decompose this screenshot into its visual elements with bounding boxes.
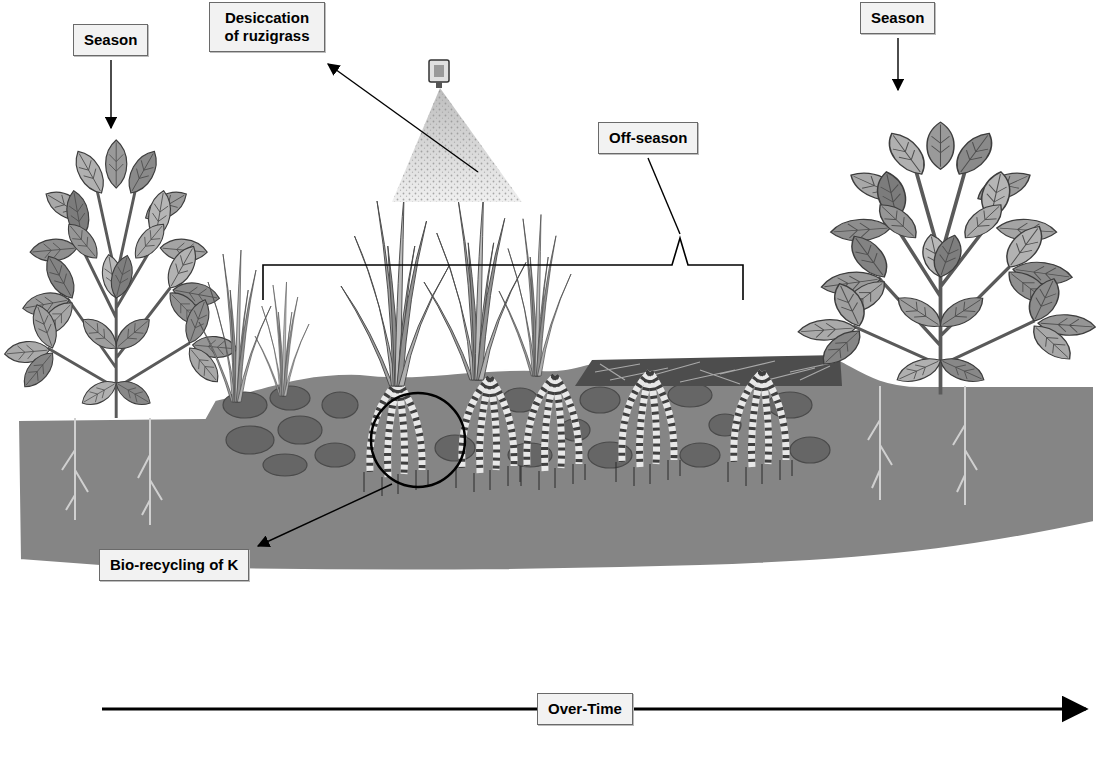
soybean-plant bbox=[4, 122, 1097, 418]
ruzigrass bbox=[199, 194, 571, 402]
off-season-bracket bbox=[263, 238, 743, 300]
label-text: Season bbox=[84, 31, 137, 49]
label-text: Bio-recycling of K bbox=[110, 556, 238, 574]
soil-profile bbox=[18, 360, 1094, 571]
leader-lines bbox=[111, 38, 898, 546]
label-box: Over-Time bbox=[537, 693, 633, 725]
label-box: Season bbox=[73, 24, 148, 56]
ruzigrass-roots bbox=[364, 372, 792, 496]
soybean-roots bbox=[62, 386, 977, 525]
label-box: Season bbox=[860, 2, 935, 34]
highlight-circle bbox=[371, 393, 465, 487]
label-text: Season bbox=[871, 9, 924, 27]
label-box: Off-season bbox=[598, 122, 698, 154]
straw-mulch bbox=[575, 355, 842, 386]
label-text: Desiccation of ruzigrass bbox=[220, 9, 314, 45]
label-box: Bio-recycling of K bbox=[99, 549, 249, 581]
label-text: Off-season bbox=[609, 129, 687, 147]
label-box: Desiccation of ruzigrass bbox=[209, 2, 325, 52]
sprayer bbox=[392, 60, 522, 202]
label-text: Over-Time bbox=[548, 700, 622, 718]
